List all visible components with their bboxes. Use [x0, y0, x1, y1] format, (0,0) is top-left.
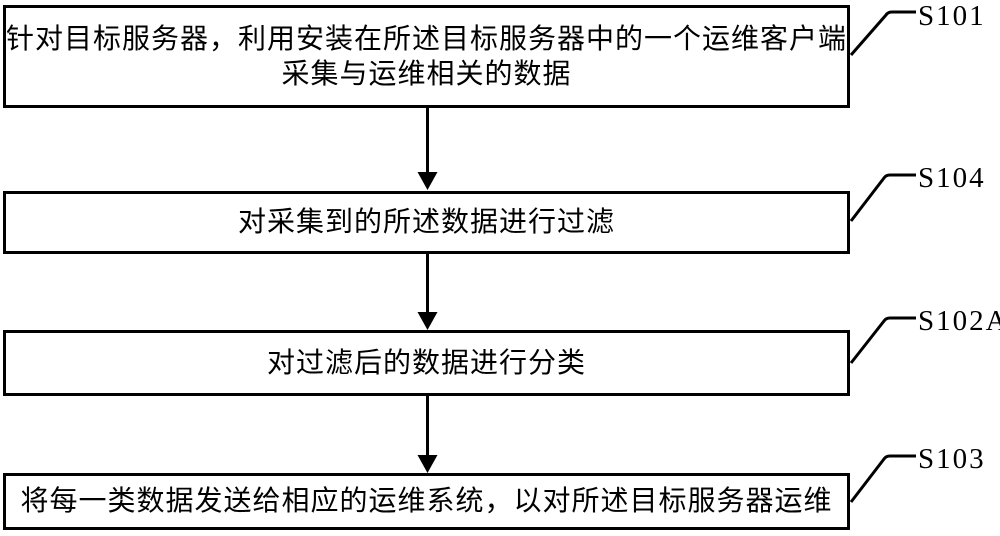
arrowhead-icon — [417, 172, 438, 190]
step-label-s103: S103 — [918, 443, 986, 475]
flow-arrow-1 — [417, 108, 438, 190]
step-label-s101: S101 — [918, 0, 986, 32]
step-text-line: 将每一类数据发送给相应的运维系统，以对所述目标服务器运维 — [20, 486, 833, 517]
step-text: 对采集到的所述数据进行过滤 — [6, 205, 847, 240]
step-text-line: 对采集到的所述数据进行过滤 — [237, 207, 615, 238]
flow-arrow-3 — [417, 396, 438, 473]
flow-step-s101: 针对目标服务器，利用安装在所述目标服务器中的一个运维客户端 采集与运维相关的数据 — [3, 5, 850, 108]
flow-step-s104: 对采集到的所述数据进行过滤 — [3, 191, 850, 254]
step-text: 针对目标服务器，利用安装在所述目标服务器中的一个运维客户端 采集与运维相关的数据 — [6, 22, 847, 92]
step-text: 对过滤后的数据进行分类 — [6, 346, 847, 381]
step-text-line: 采集与运维相关的数据 — [281, 58, 572, 90]
arrowhead-icon — [417, 455, 438, 473]
callout-line-s102a — [849, 316, 916, 364]
arrowhead-icon — [417, 312, 438, 330]
callout-line-s101 — [849, 10, 916, 56]
step-label-s102a: S102A — [918, 305, 1000, 337]
step-text-line: 对过滤后的数据进行分类 — [266, 347, 586, 379]
callout-line-s104 — [849, 173, 916, 222]
flow-step-s103: 将每一类数据发送给相应的运维系统，以对所述目标服务器运维 — [3, 473, 850, 530]
step-text: 将每一类数据发送给相应的运维系统，以对所述目标服务器运维 — [6, 484, 847, 519]
step-label-s104: S104 — [918, 162, 986, 194]
step-text-line: 针对目标服务器，利用安装在所述目标服务器中的一个运维客户端 — [6, 23, 848, 55]
callout-line-s103 — [849, 454, 916, 503]
flow-arrow-2 — [417, 254, 438, 330]
flow-step-s102a: 对过滤后的数据进行分类 — [3, 330, 850, 396]
